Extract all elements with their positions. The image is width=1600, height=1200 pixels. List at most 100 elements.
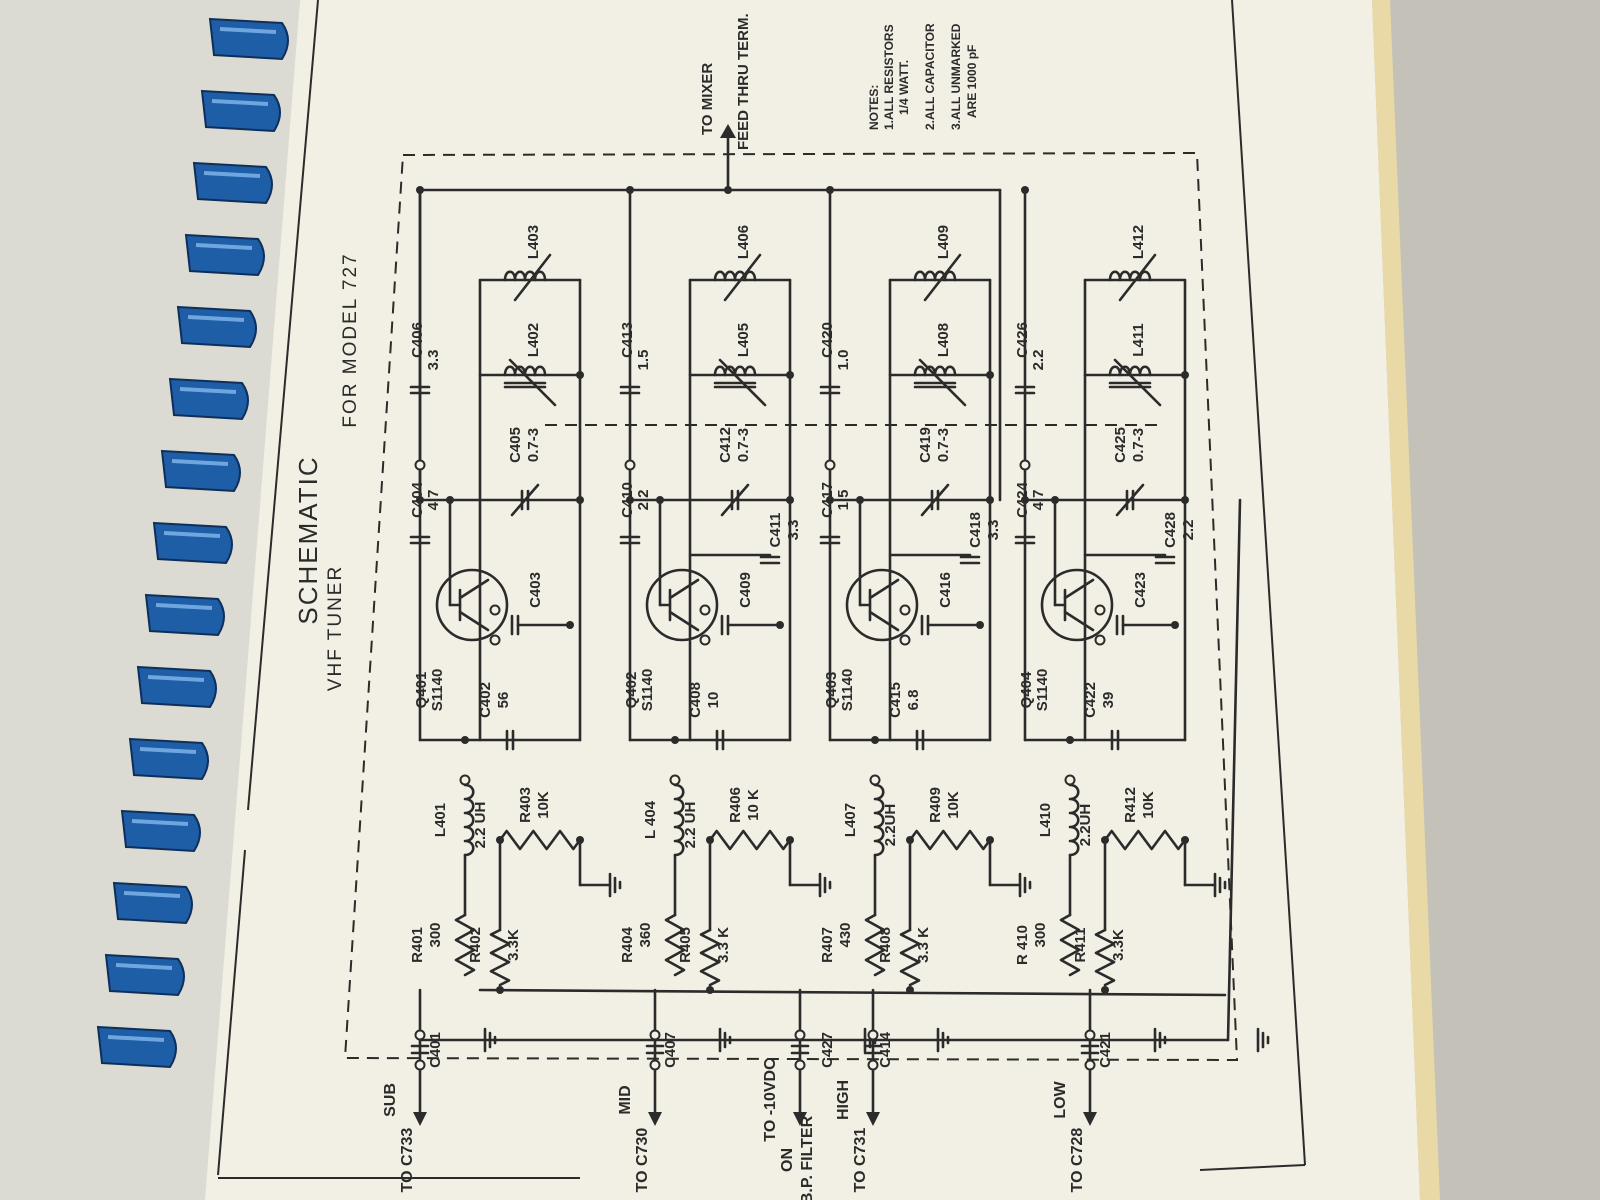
- extra-cap: [959, 555, 981, 565]
- extra-cap: [759, 555, 781, 565]
- cap-label: C416: [937, 572, 954, 608]
- cap-value: 4.7: [425, 490, 442, 511]
- resistor-label: R411: [1072, 927, 1089, 962]
- choke-coil: [1068, 783, 1080, 857]
- binding-coil: [184, 233, 265, 277]
- binding-coil: [96, 1025, 177, 1069]
- terminal-ring: [794, 1059, 806, 1071]
- input-ground: [483, 1027, 497, 1053]
- input-dest: TO C730: [634, 1128, 651, 1193]
- junction: [461, 736, 469, 744]
- stage-ground: [608, 872, 622, 898]
- input-arrow: [413, 1112, 427, 1126]
- transistor-type: S1140: [639, 669, 656, 712]
- junction: [626, 496, 634, 504]
- binding-coil: [104, 953, 185, 997]
- input-arrow: [793, 1112, 807, 1126]
- transistor-collector: [668, 578, 700, 600]
- input-ground: [1153, 1027, 1167, 1053]
- resistor-value: 3.3K: [505, 929, 522, 961]
- terminal-ring: [414, 1059, 426, 1071]
- cap-label: C424: [1014, 481, 1031, 518]
- resistor-label: R402: [467, 927, 484, 963]
- coil-label: L402: [525, 323, 542, 357]
- bias-resistor: [699, 928, 721, 987]
- emitter-cap: [1110, 729, 1120, 751]
- input-arrow: [866, 1112, 880, 1126]
- resistor-value: 300: [1032, 922, 1049, 947]
- input-arrow: [1083, 1112, 1097, 1126]
- tuning-arrow: [723, 253, 762, 302]
- junction: [986, 496, 994, 504]
- note-2: 2.ALL CAPACITOR: [923, 23, 937, 130]
- bias-resistor: [1094, 928, 1116, 987]
- cap-label: C403: [527, 572, 544, 608]
- cap-label: C417: [819, 482, 836, 518]
- cap-label: C413: [619, 322, 636, 358]
- choke-label: L 404: [642, 800, 659, 839]
- cap-label: C420: [819, 322, 836, 358]
- terminal: [899, 604, 911, 616]
- stage-terminal: [414, 459, 426, 471]
- junction: [576, 496, 584, 504]
- cap-label: C408: [687, 682, 704, 718]
- input-cap-label: C407: [662, 1032, 679, 1068]
- top-bus-junction: [826, 186, 834, 194]
- resistor-value: 360: [637, 922, 654, 947]
- tuning-arrow: [1118, 253, 1157, 302]
- transistor-4: [1040, 568, 1114, 642]
- tuning-arrow: [718, 358, 767, 407]
- binding-coil: [120, 809, 201, 853]
- resistor-label: R404: [619, 926, 636, 963]
- terminal: [1094, 604, 1106, 616]
- cap-label: C422: [1082, 682, 1099, 718]
- output-arrow: [720, 124, 736, 138]
- choke-value: 2.2UH: [1077, 804, 1094, 847]
- transistor-label: Q404: [1018, 671, 1035, 708]
- varcap-arrow: [510, 483, 540, 517]
- paper-sheet: [205, 0, 1420, 1200]
- cap-label: C418: [967, 512, 984, 548]
- cap-label-c427: C427: [819, 1032, 836, 1068]
- coil-label: L403: [525, 225, 542, 259]
- binding-coil-highlight: [139, 747, 197, 754]
- resistor-value: 10K: [535, 791, 552, 819]
- stage-ground: [818, 872, 832, 898]
- terminal: [869, 774, 881, 786]
- resistor-label: R409: [927, 787, 944, 823]
- cap-label: C404: [409, 481, 426, 518]
- input-label: LOW: [1052, 1080, 1069, 1118]
- resistor-value: 10K: [945, 791, 962, 819]
- transistor-collector: [458, 578, 490, 600]
- binding-coil: [136, 665, 217, 709]
- cap-value: 39: [1100, 692, 1117, 709]
- top-bus-junction: [416, 186, 424, 194]
- binding-coil: [208, 17, 289, 61]
- series-cap: [409, 535, 431, 545]
- output-label-mixer: TO MIXER: [699, 63, 716, 135]
- note-1a: 1.ALL RESISTORS: [882, 24, 896, 130]
- resistor-label: R403: [517, 787, 534, 823]
- terminal-ring: [414, 1029, 426, 1041]
- resistor-label: R412: [1122, 787, 1139, 823]
- output-junction: [724, 186, 732, 194]
- transistor-1: [435, 568, 509, 642]
- cap-label: C406: [409, 322, 426, 358]
- binding-coil-highlight: [203, 171, 261, 178]
- input-dest: ON: [779, 1148, 796, 1172]
- cap-label: C410: [619, 482, 636, 518]
- series-resistor: [1059, 913, 1081, 977]
- binding-coil: [192, 161, 273, 205]
- choke-value: 2.2UH: [882, 804, 899, 847]
- junction: [786, 496, 794, 504]
- transistor-emitter: [458, 610, 490, 632]
- page-border-right: [1231, 0, 1306, 1166]
- binding-coil-highlight: [107, 1035, 165, 1042]
